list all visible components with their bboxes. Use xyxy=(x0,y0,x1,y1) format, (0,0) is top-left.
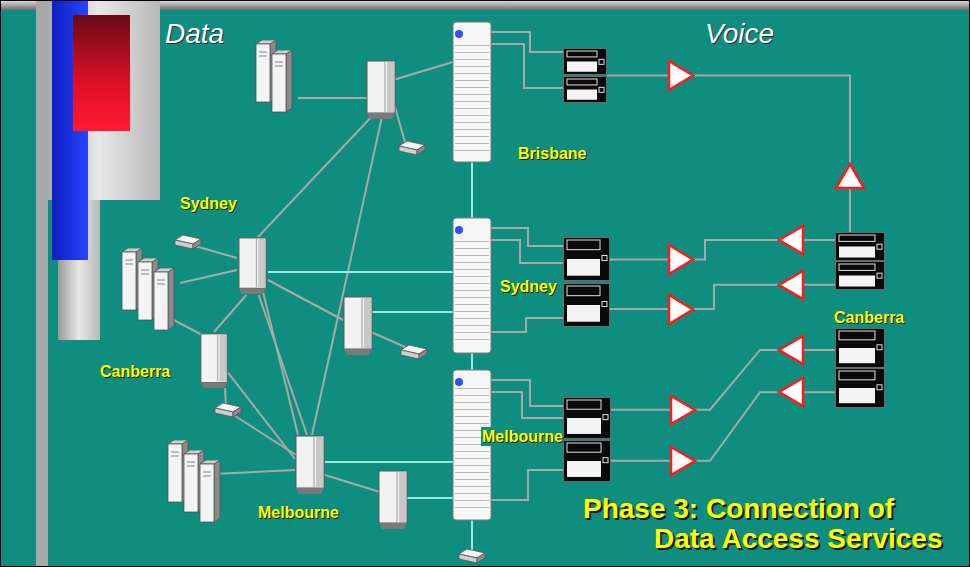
data-link xyxy=(259,295,307,435)
slide-title: Phase 3: Connection of Data Access Servi… xyxy=(583,494,952,554)
pbx-icon xyxy=(564,398,611,482)
router-node: Melbourne xyxy=(295,435,325,495)
site-label: Melbourne xyxy=(481,427,564,446)
site-label: Sydney xyxy=(179,194,238,213)
router-node: Canberra xyxy=(200,332,228,390)
server-cluster xyxy=(122,248,174,330)
node-icon xyxy=(200,332,228,390)
modem xyxy=(215,403,241,417)
amplifier-symbol xyxy=(671,447,695,475)
node-icon xyxy=(563,237,610,327)
amplifier-symbol xyxy=(779,336,803,364)
voice-trunk xyxy=(607,76,850,233)
site-label: Sydney xyxy=(499,277,558,296)
atm-switch xyxy=(453,218,491,353)
modem xyxy=(175,235,201,249)
node-icon xyxy=(237,237,268,295)
site-label: Canberra xyxy=(99,362,171,381)
pbx-icon xyxy=(564,238,610,327)
modem xyxy=(459,549,485,563)
pbx-node: Sydney xyxy=(563,237,610,327)
router-icon xyxy=(201,334,227,388)
atm-switch xyxy=(453,22,491,162)
router xyxy=(367,61,395,119)
pbx-node: Melbourne xyxy=(563,397,611,482)
section-heading: Voice xyxy=(705,18,774,50)
router-icon xyxy=(296,436,324,494)
modem xyxy=(401,345,427,359)
modem xyxy=(399,141,425,155)
node-icon xyxy=(563,48,607,103)
trunk-wires xyxy=(268,162,472,552)
amplifier-symbol xyxy=(779,271,803,299)
amplifier-symbol xyxy=(779,378,803,406)
amplifier-symbol xyxy=(779,226,803,254)
amplifier-symbol xyxy=(669,245,693,274)
corner-ornament xyxy=(36,0,160,567)
amplifier-symbol xyxy=(669,295,693,324)
pbx-node: Canberra xyxy=(835,232,885,408)
amplifier-symbol xyxy=(671,396,695,424)
pbx-node: Brisbane xyxy=(563,48,607,103)
router-node: Sydney xyxy=(237,237,268,295)
data-link xyxy=(228,373,295,459)
router xyxy=(379,471,407,529)
node-icon xyxy=(295,435,325,495)
data-wires xyxy=(170,32,563,500)
pbx-icon xyxy=(564,49,607,103)
amplifier-symbol xyxy=(836,164,864,188)
router xyxy=(344,297,372,355)
site-label: Brisbane xyxy=(517,144,587,163)
data-link xyxy=(214,295,246,332)
section-heading: Data xyxy=(165,18,224,50)
node-icon xyxy=(563,397,611,482)
site-label: Canberra xyxy=(833,308,905,327)
amplifier-symbol xyxy=(669,61,693,90)
server-cluster xyxy=(168,440,220,522)
server-cluster xyxy=(256,40,292,112)
site-label: Melbourne xyxy=(257,503,340,522)
router-icon xyxy=(239,238,266,294)
